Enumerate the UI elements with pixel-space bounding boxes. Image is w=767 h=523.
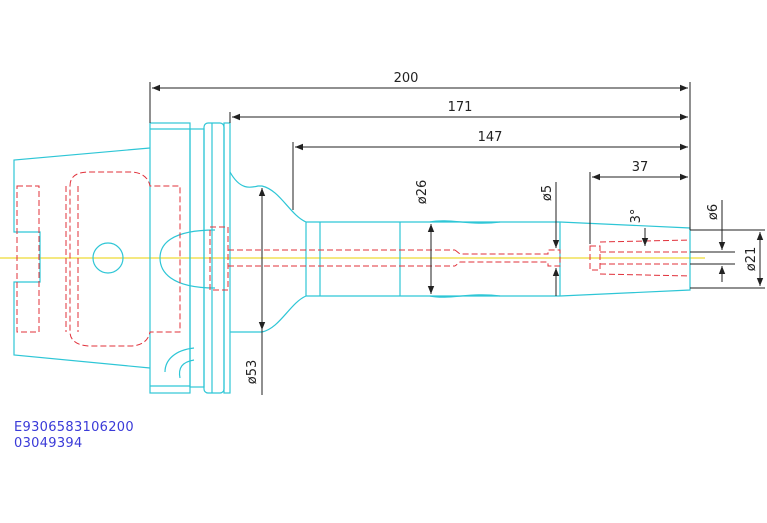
dim-text-171: 171 (448, 100, 473, 115)
dim-text-200: 200 (394, 71, 419, 86)
dim-text-dia-26: ø26 (415, 180, 430, 205)
part-code-line-2: 03049394 (14, 436, 83, 451)
dim-text-37: 37 (632, 160, 649, 175)
dimension-lines (149, 82, 765, 395)
dim-text-dia-5: ø5 (540, 185, 555, 201)
dim-text-147: 147 (478, 130, 503, 145)
dim-text-dia-21: ø21 (744, 247, 759, 272)
part-outline (13, 122, 691, 394)
part-code-line-1: E9306583106200 (14, 420, 134, 435)
hidden-lines (16, 171, 691, 347)
dim-text-dia-53: ø53 (245, 360, 260, 385)
dim-text-dia-6: ø6 (706, 204, 721, 220)
dim-text-angle-3: 3° (629, 209, 644, 224)
